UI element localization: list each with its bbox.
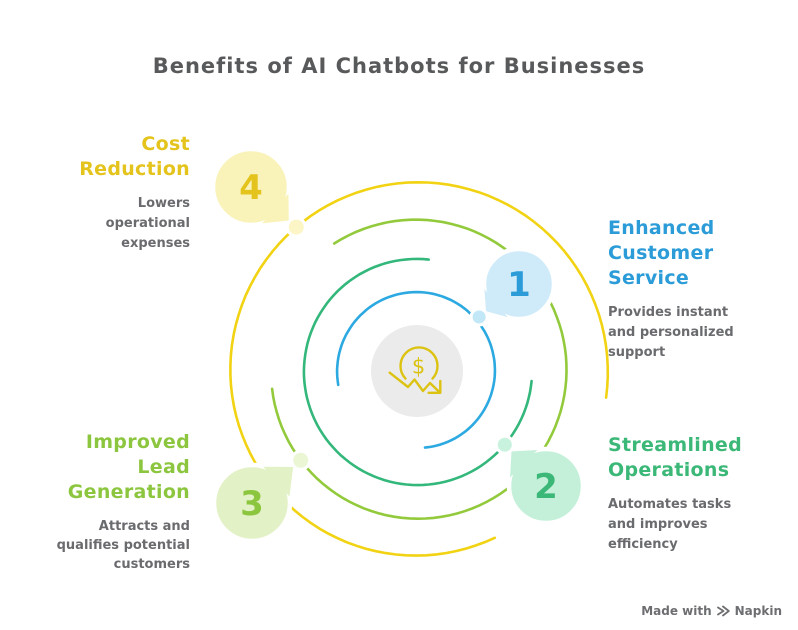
- bubble-number-3: 3: [240, 484, 264, 524]
- bubble-tail-fill-1: [484, 288, 508, 318]
- bubble-4: 4: [210, 146, 292, 228]
- bubble-circle-1: [481, 246, 557, 322]
- bubble-number-4: 4: [239, 168, 263, 208]
- arrowhead: [427, 379, 442, 394]
- spiral-arc-4: [229, 180, 610, 557]
- number-bubbles: 1 2 3 4: [210, 146, 586, 544]
- arc-node-1: [469, 307, 489, 327]
- bubble-circle-3: [211, 462, 293, 544]
- made-with-label: Made with: [641, 604, 712, 618]
- arc-node-2: [494, 434, 515, 455]
- spiral-arcs: [229, 180, 610, 557]
- spiral-arc-1: [335, 290, 497, 449]
- napkin-logo-icon: [716, 605, 730, 617]
- bubble-circle-2: [506, 446, 586, 526]
- spiral-arc-2: [302, 257, 533, 487]
- benefit-item-3: Improved Lead Generation Attracts and qu…: [38, 430, 190, 574]
- benefit-description-3: Attracts and qualifies potential custome…: [56, 519, 190, 572]
- cost-decrease-icon: [388, 346, 442, 394]
- bubble-tail-fill-3: [263, 466, 294, 497]
- dollar-circle-arc: [399, 346, 439, 380]
- bubble-circle-4: [210, 146, 292, 228]
- benefit-item-1: Enhanced Customer Service Provides insta…: [608, 216, 740, 363]
- benefit-title-3: Improved Lead Generation: [67, 431, 190, 503]
- benefit-description-2: Automates tasks and improves efficiency: [608, 497, 732, 552]
- decline-zigzag-line: [388, 371, 442, 394]
- bubble-2: 2: [506, 446, 586, 526]
- benefit-title-4: Cost Reduction: [79, 133, 190, 180]
- benefit-title-2: Streamlined Operations: [608, 434, 742, 481]
- center-disc: [371, 325, 463, 417]
- center-circle: $: [371, 325, 463, 417]
- footer-credit: Made with Napkin: [641, 604, 782, 618]
- benefit-item-4: Cost Reduction Lowers operational expens…: [78, 132, 190, 254]
- bubble-3: 3: [211, 462, 296, 544]
- bubble-number-2: 2: [534, 467, 558, 507]
- bubble-1: 1: [481, 246, 557, 322]
- arc-node-4: [285, 216, 307, 238]
- bubble-number-1: 1: [507, 265, 531, 305]
- arc-node-3: [290, 449, 312, 471]
- spiral-arc-3: [270, 218, 568, 521]
- benefit-description-1: Provides instant and personalized suppor…: [608, 305, 734, 360]
- page-title: Benefits of AI Chatbots for Businesses: [152, 54, 646, 78]
- brand-label: Napkin: [734, 604, 782, 618]
- benefit-title-1: Enhanced Customer Service: [608, 217, 715, 289]
- bubble-tail-fill-2: [510, 450, 538, 478]
- dollar-sign: $: [412, 355, 425, 379]
- bubble-tail-fill-4: [262, 193, 289, 224]
- benefit-description-4: Lowers operational expenses: [105, 196, 190, 251]
- benefit-item-2: Streamlined Operations Automates tasks a…: [608, 433, 742, 555]
- arc-nodes: [285, 216, 515, 471]
